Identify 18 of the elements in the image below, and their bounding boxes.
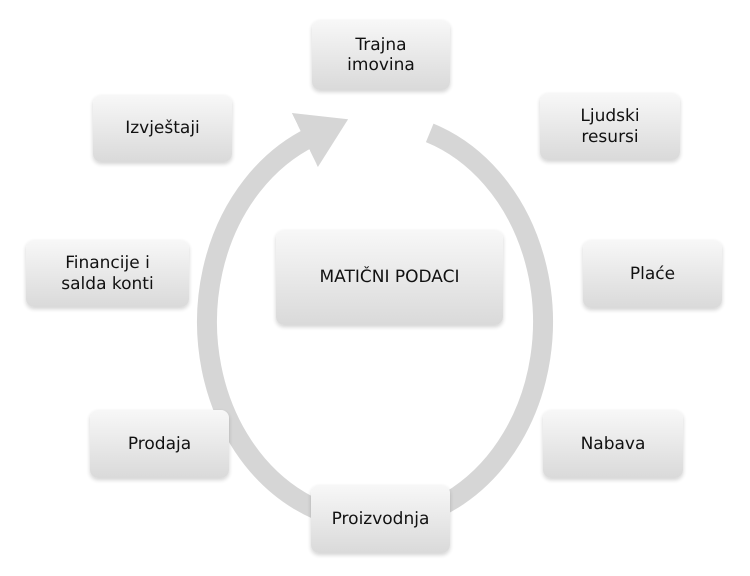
box-label: Nabava xyxy=(580,434,646,454)
module-box xyxy=(312,20,450,90)
module-box xyxy=(543,410,683,478)
box-label: Financije i salda konti xyxy=(60,253,155,294)
module-box xyxy=(583,240,722,308)
box-label: Proizvodnja xyxy=(332,508,430,530)
box-label: MATIČNI PODACI xyxy=(319,267,460,288)
box-label: Prodaja xyxy=(128,434,192,454)
module-box xyxy=(93,95,232,162)
box-label: Ljudski resursi xyxy=(579,106,641,147)
module-box xyxy=(311,485,450,553)
module-box xyxy=(90,410,229,478)
box-label: Plaće xyxy=(630,264,676,284)
box-label: Trajna imovina xyxy=(346,34,416,76)
central-box xyxy=(276,230,503,325)
box-label: Izvještaji xyxy=(125,118,200,139)
module-box xyxy=(540,93,680,160)
module-box xyxy=(26,240,189,307)
